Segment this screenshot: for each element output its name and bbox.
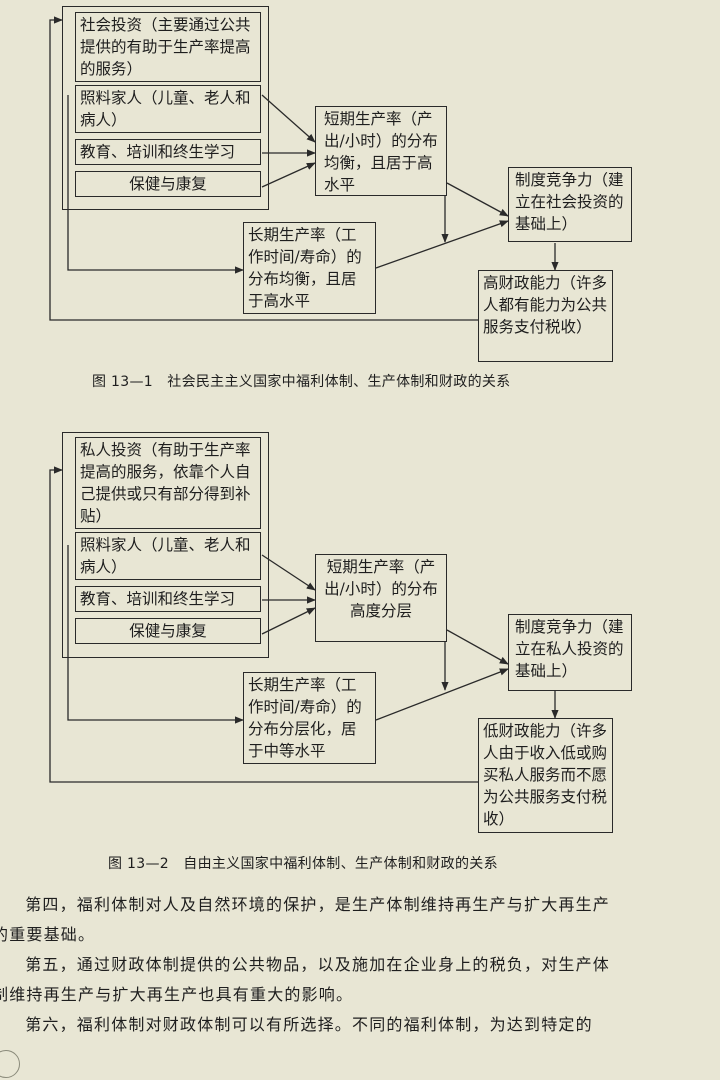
- feedback2-line-outer: [49, 466, 478, 783]
- fig1-caption: 图 13—1 社会民主主义国家中福利体制、生产体制和财政的关系: [92, 374, 511, 390]
- arrow2-long-to-inst: [375, 668, 509, 721]
- feedback-line-outer: [49, 16, 478, 321]
- fig1-health-box: 保健与康复: [75, 171, 261, 197]
- fig1-family-care-box: 照料家人（儿童、老人和病人）: [75, 85, 261, 133]
- paragraph-line: 第六，福利体制对财政体制可以有所选择。不同的福利体制，为达到特定的: [8, 1015, 593, 1034]
- fig2-long-productivity-box: 长期生产率（工作时间/寿命）的分布分层化，居于中等水平: [243, 672, 376, 764]
- fig2-short-productivity-box: 短期生产率（产出/小时）的分布高度分层: [315, 554, 447, 642]
- paragraph-line: 第四，福利体制对人及自然环境的保护，是生产体制维持再生产与扩大再生产: [8, 895, 611, 914]
- fig2-education-box: 教育、培训和终生学习: [75, 586, 261, 612]
- arrow-short-to-inst: [446, 182, 509, 217]
- paragraph-line: 制维持再生产与扩大再生产也具有重大的影响。: [0, 985, 354, 1004]
- fig1-fiscal-box: 高财政能力（许多人都有能力为公共服务支付税收）: [478, 270, 613, 362]
- feedback-line-inner: [67, 95, 244, 274]
- fig1-welfare-group: [62, 6, 269, 210]
- arrow-long-to-inst: [375, 220, 509, 269]
- fig2-welfare-group: [62, 432, 269, 658]
- fig2-caption: 图 13—2 自由主义国家中福利体制、生产体制和财政的关系: [108, 856, 498, 872]
- fig2-fiscal-box: 低财政能力（许多人由于收入低或购买私人服务而不愿为公共服务支付税收）: [478, 718, 613, 833]
- arrow-care-to-short: [261, 94, 316, 143]
- paragraph-line: 第五，通过财政体制提供的公共物品，以及施加在企业身上的税负，对生产体: [8, 955, 611, 974]
- fig1-long-productivity-box: 长期生产率（工作时间/寿命）的分布均衡，且居于高水平: [243, 222, 376, 314]
- arrow2-health-to-short: [261, 607, 316, 635]
- fig2-private-investment-box: 私人投资（有助于生产率提高的服务，依靠个人自己提供或只有部分得到补贴）: [75, 437, 261, 529]
- fig1-short-productivity-box: 短期生产率（产出/小时）的分布均衡，且居于高水平: [315, 106, 447, 196]
- paragraph-line: 的重要基础。: [0, 925, 96, 944]
- fig1-social-investment-box: 社会投资（主要通过公共提供的有助于生产率提高的服务）: [75, 12, 261, 82]
- arrow-health-to-short: [261, 162, 316, 188]
- fig2-health-box: 保健与康复: [75, 618, 261, 644]
- fig1-education-box: 教育、培训和终生学习: [75, 139, 261, 165]
- feedback2-line-inner: [67, 545, 244, 724]
- fig2-institutional-box: 制度竞争力（建立在私人投资的基础上）: [508, 614, 632, 691]
- arrow2-care-to-short: [261, 554, 316, 591]
- fig1-institutional-box: 制度竞争力（建立在社会投资的基础上）: [508, 167, 632, 242]
- arrow2-short-to-inst: [446, 629, 509, 665]
- fig2-family-care-box: 照料家人（儿童、老人和病人）: [75, 532, 261, 580]
